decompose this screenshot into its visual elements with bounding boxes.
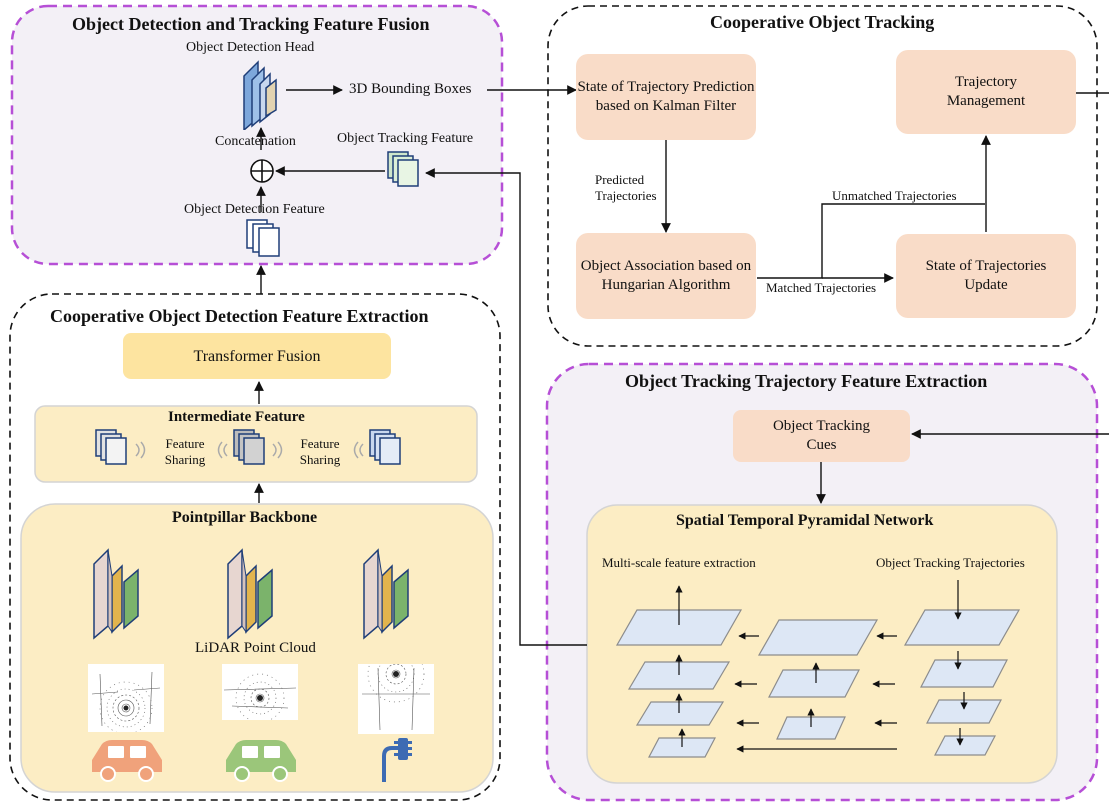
concatenation-label: Concatenation [215, 134, 296, 149]
left-plane-3 [635, 701, 725, 726]
matched-label: Matched Trajectories [766, 280, 877, 295]
left-plane-1 [615, 609, 743, 646]
left-plane-2 [627, 661, 731, 690]
mid-plane-2 [768, 669, 860, 698]
right-plane-2 [920, 659, 1008, 688]
tracking-title: Cooperative Object Tracking [710, 12, 935, 32]
tracking-cues-box: Object Tracking Cues [733, 410, 910, 462]
feature-sharing-label-1: Feature Sharing [164, 436, 206, 467]
bounding-boxes-label: 3D Bounding Boxes [349, 81, 472, 97]
stpn-title: Spatial Temporal Pyramidal Network [676, 512, 934, 529]
car-icon [226, 740, 296, 782]
backbone-title: Pointpillar Backbone [172, 509, 318, 526]
management-box: Trajectory Management [896, 50, 1076, 134]
kalman-box: State of Trajectory Prediction based on … [576, 54, 756, 140]
pyramid-network-diagram [615, 580, 1021, 758]
lidar-point-cloud-image [358, 664, 434, 734]
backbone-feature-stack-icon [227, 548, 273, 640]
shared-feature-stack-icon [233, 429, 265, 465]
feature-sharing-label-2: Feature Sharing [299, 436, 341, 467]
left-plane-4 [648, 737, 716, 758]
mid-plane-3 [776, 716, 846, 740]
shared-feature-stack-icon [369, 429, 401, 465]
trajectory-title: Object Tracking Trajectory Feature Extra… [625, 371, 988, 391]
trajectories-label: Object Tracking Trajectories [876, 555, 1025, 570]
right-plane-3 [926, 699, 1002, 724]
detection-feature-label: Object Detection Feature [184, 202, 325, 217]
car-icon [92, 740, 162, 782]
right-plane-4 [934, 735, 996, 756]
backbone-feature-stack-icon [363, 548, 409, 640]
fusion-title: Object Detection and Tracking Feature Fu… [72, 14, 430, 34]
unmatched-label: Unmatched Trajectories [832, 188, 957, 203]
predicted-label: Predicted Trajectories [595, 172, 657, 203]
wireless-signal-icon [272, 441, 283, 459]
concatenation-plus-icon [250, 159, 274, 183]
multiscale-label: Multi-scale feature extraction [602, 555, 756, 570]
detection-title: Cooperative Object Detection Feature Ext… [50, 306, 429, 326]
tracking-feature-label: Object Tracking Feature [337, 131, 474, 146]
lidar-point-cloud-image [222, 664, 298, 720]
lidar-label: LiDAR Point Cloud [195, 640, 316, 656]
mid-plane-1 [757, 619, 879, 656]
tracking-feature-stack-icon [387, 151, 419, 187]
wireless-signal-icon [217, 441, 228, 459]
detection-feature-stack-icon [246, 219, 280, 257]
wireless-signal-icon [135, 441, 146, 459]
update-box: State of Trajectories Update [896, 234, 1076, 318]
hungarian-box: Object Association based on Hungarian Al… [576, 233, 756, 319]
backbone-feature-stack-icon [93, 548, 139, 640]
detection-head-feature-map-stack-icon [243, 60, 277, 130]
wireless-signal-icon [353, 441, 364, 459]
detection-head-label: Object Detection Head [186, 40, 315, 55]
intermediate-title: Intermediate Feature [168, 409, 305, 425]
traffic-light-icon [382, 738, 412, 782]
transformer-fusion-box: Transformer Fusion [123, 333, 391, 379]
shared-feature-stack-icon [95, 429, 127, 465]
lidar-point-cloud-image [88, 664, 164, 732]
right-plane-1 [903, 609, 1021, 646]
